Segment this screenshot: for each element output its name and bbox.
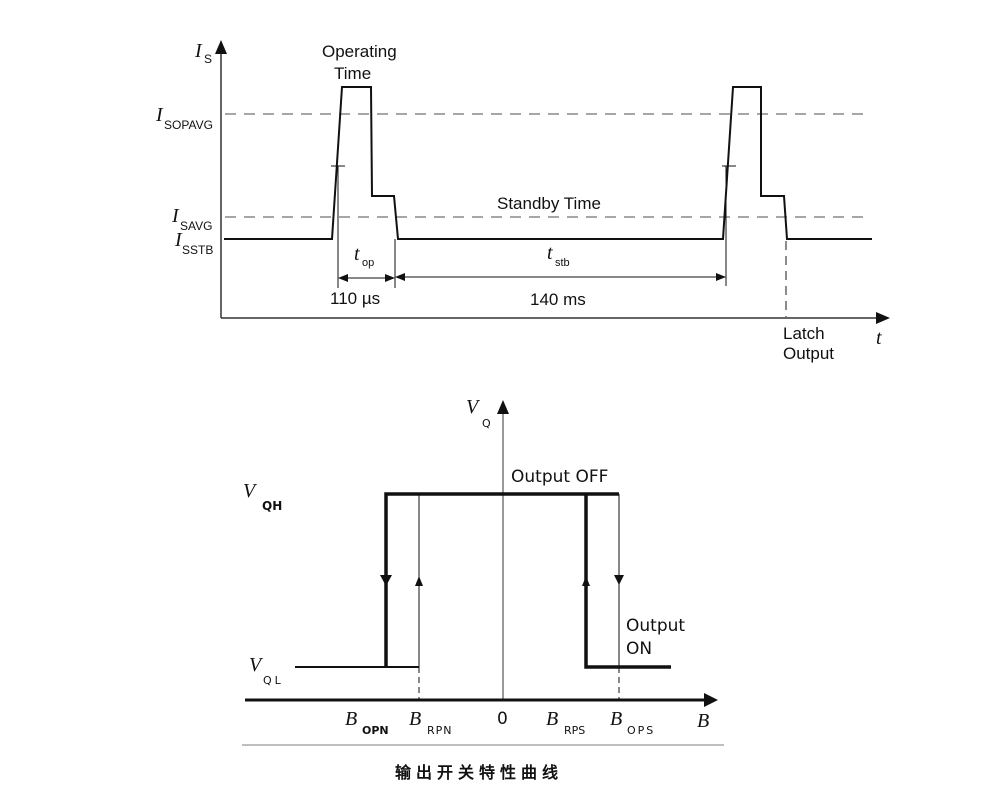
output-on-label: Output	[626, 616, 685, 636]
level-label-sstb: I	[174, 229, 183, 251]
vq-axis-arrowhead	[497, 400, 509, 414]
tick-bopn-sub: OPN	[362, 724, 389, 737]
vql-label: V	[249, 654, 264, 676]
tick-bopn: B	[345, 708, 357, 730]
timing-diagram: I S t I SOPAVG I SAVG I SSTB Operating T…	[155, 40, 890, 363]
tick-bops: B	[610, 708, 622, 730]
tstb-value: 140 ms	[530, 290, 586, 309]
level-label-savg: I	[171, 205, 180, 227]
hysteresis-diagram: V Q B V QH V QL Output OFF Output ON B O…	[242, 396, 724, 782]
caption: 输出开关特性曲线	[395, 763, 563, 782]
level-sub-sstb: SSTB	[182, 243, 213, 257]
timing-y-axis-sub: S	[204, 52, 212, 66]
timing-y-axis-arrowhead	[215, 40, 227, 54]
tick-brpn: B	[409, 708, 421, 730]
vq-axis-label: V	[466, 396, 481, 418]
operating-time-label-2: Time	[334, 64, 371, 83]
tick-brps-sub: RPS	[564, 724, 585, 737]
vqh-sub: QH	[262, 499, 282, 513]
level-sub-savg: SAVG	[180, 219, 212, 233]
latch-output-label-2: Output	[783, 344, 834, 363]
latch-output-label: Latch	[783, 324, 825, 343]
output-off-label: Output OFF	[511, 467, 608, 487]
timing-x-axis-label: t	[876, 327, 882, 349]
vqh-label: V	[243, 480, 258, 502]
top-sub: op	[362, 257, 374, 269]
top-value: 110 µs	[330, 289, 380, 308]
tick-brpn-sub: RPN	[427, 724, 453, 737]
level-sub-sopavg: SOPAVG	[164, 118, 213, 132]
ops-down-arrow-icon	[614, 575, 624, 585]
rpn-up-arrow-icon	[415, 576, 423, 586]
level-label-sopavg: I	[155, 104, 164, 126]
b-axis-label: B	[697, 710, 709, 732]
tick-brps: B	[546, 708, 558, 730]
tick-zero: 0	[497, 709, 508, 729]
tstb-sub: stb	[555, 257, 570, 269]
output-on-label-2: ON	[626, 639, 652, 659]
hysteresis-high-line	[384, 492, 619, 667]
b-axis-arrowhead	[704, 693, 718, 707]
tick-bops-sub: OPS	[627, 724, 655, 737]
timing-x-axis-arrowhead	[876, 312, 890, 324]
hysteresis-south-drop	[584, 494, 671, 669]
operating-time-label: Operating	[322, 42, 397, 61]
rps-up-arrow-icon	[582, 576, 590, 586]
tstb-label: t	[547, 242, 553, 264]
opn-down-arrow-icon	[380, 575, 392, 586]
vql-sub: QL	[263, 674, 284, 687]
timing-y-axis-label: I	[194, 40, 203, 62]
vq-axis-sub: Q	[482, 417, 491, 430]
current-waveform	[224, 86, 872, 240]
top-label: t	[354, 243, 360, 265]
standby-time-label: Standby Time	[497, 194, 601, 213]
